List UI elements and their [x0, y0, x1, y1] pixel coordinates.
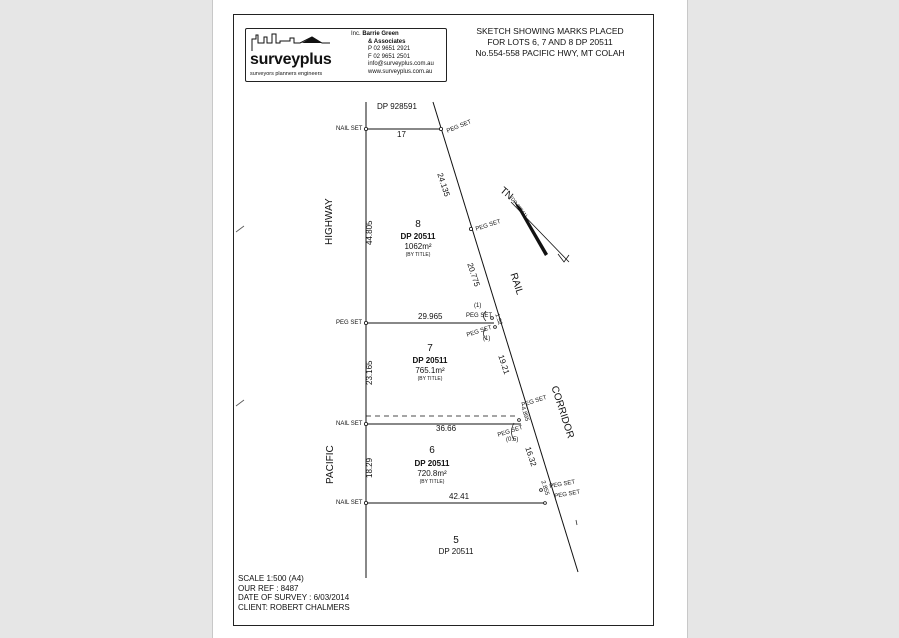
lot8-number: 8	[415, 219, 421, 230]
peg-mark-rail-lot6	[517, 418, 521, 422]
peg-mark-mid-rail	[468, 226, 473, 231]
company-web: www.surveyplus.com.au	[368, 68, 433, 75]
offset-1-lower: (1)	[483, 336, 491, 342]
dim-1829: 18.29	[365, 457, 374, 478]
scale-note: SCALE 1:500 (A4)	[238, 574, 304, 583]
survey-date-note: DATE OF SURVEY : 6/03/2014	[238, 593, 350, 602]
nail-mark-top	[363, 127, 368, 132]
sketch-title: SKETCH SHOWING MARKS PLACED FOR LOTS 6, …	[455, 26, 645, 59]
road-pacific-label: PACIFIC	[325, 445, 336, 484]
company-name-1: Barrie Green	[362, 31, 399, 37]
lot8-dp: DP 20511	[400, 232, 436, 241]
nail-mark-lot6-5	[363, 500, 368, 505]
nail-set-label-lot7-6: NAIL SET	[336, 421, 363, 427]
peg-set-label-lot8-7: PEG SET	[336, 320, 363, 326]
dim-44805: 44.805	[365, 220, 374, 245]
company-phone: P 02 9651 2921	[368, 46, 411, 52]
company-inc: Inc.	[351, 31, 361, 37]
dim-4241: 42.41	[449, 492, 470, 501]
client-note: CLIENT: ROBERT CHALMERS	[238, 602, 350, 612]
peg-mark-lot8-7	[363, 320, 368, 325]
lot6-number: 6	[429, 445, 435, 456]
title-line-1: SKETCH SHOWING MARKS PLACED	[476, 26, 624, 36]
survey-sheet-border	[233, 14, 654, 626]
peg-set-label-rail-upper: PEG SET	[466, 313, 493, 319]
nail-mark-lot7-6	[363, 421, 368, 426]
lot8-note: (BY TITLE)	[405, 252, 431, 258]
company-name-2: & Associates	[368, 38, 406, 45]
peg-mark-top	[438, 127, 443, 132]
dim-3666: 36.66	[436, 424, 457, 433]
dp-top-label: DP 928591	[377, 102, 417, 111]
peg-mark-rail-lot5	[539, 488, 543, 492]
lot8-area: 1062m²	[404, 242, 432, 251]
road-highway-label: HIGHWAY	[324, 198, 335, 245]
peg-mark-rail-lot5b	[543, 501, 547, 505]
dim-29965: 29.965	[418, 312, 443, 321]
peg-mark-rail-lower	[493, 325, 497, 329]
company-email: info@surveyplus.com.au	[368, 61, 434, 67]
peg-mark-rail-upper	[490, 316, 494, 320]
brand-name: surveyplus	[250, 51, 332, 68]
lot7-note: (BY TITLE)	[417, 376, 443, 382]
lot6-area: 720.8m²	[417, 469, 447, 478]
survey-notes: SCALE 1:500 (A4) OUR REF : 8487 DATE OF …	[238, 574, 350, 612]
brand-tagline: surveyors planners engineers	[250, 71, 323, 77]
title-line-2: FOR LOTS 6, 7 AND 8 DP 20511	[487, 37, 613, 47]
dim-23165: 23.165	[365, 360, 374, 385]
company-logo-box	[245, 28, 447, 82]
lot5-dp: DP 20511	[438, 547, 474, 556]
dim-17: 17	[397, 130, 406, 139]
company-details: Inc. Barrie Green & Associates P 02 9651…	[351, 31, 434, 76]
company-fax: F 02 9651 2501	[368, 53, 411, 60]
lot7-area: 765.1m²	[415, 366, 445, 375]
lot6-dp: DP 20511	[414, 459, 450, 468]
lot7-number: 7	[427, 343, 433, 354]
rail-boundary-line	[432, 101, 579, 573]
offset-1-upper: (1)	[474, 303, 482, 309]
nail-set-label-top: NAIL SET	[336, 126, 363, 132]
lot5-number: 5	[453, 535, 459, 546]
lot7-dp: DP 20511	[412, 356, 448, 365]
lot6-note: (BY TITLE)	[419, 479, 445, 485]
nail-set-label-lot6-5: NAIL SET	[336, 500, 363, 506]
title-line-3: No.554-558 PACIFIC HWY, MT COLAH	[475, 48, 625, 58]
skyline-logo-icon	[251, 33, 330, 51]
north-arrow-icon	[510, 200, 570, 263]
offset-05-label: (0.5)	[506, 437, 519, 443]
reference-note: OUR REF : 8487	[238, 583, 299, 593]
